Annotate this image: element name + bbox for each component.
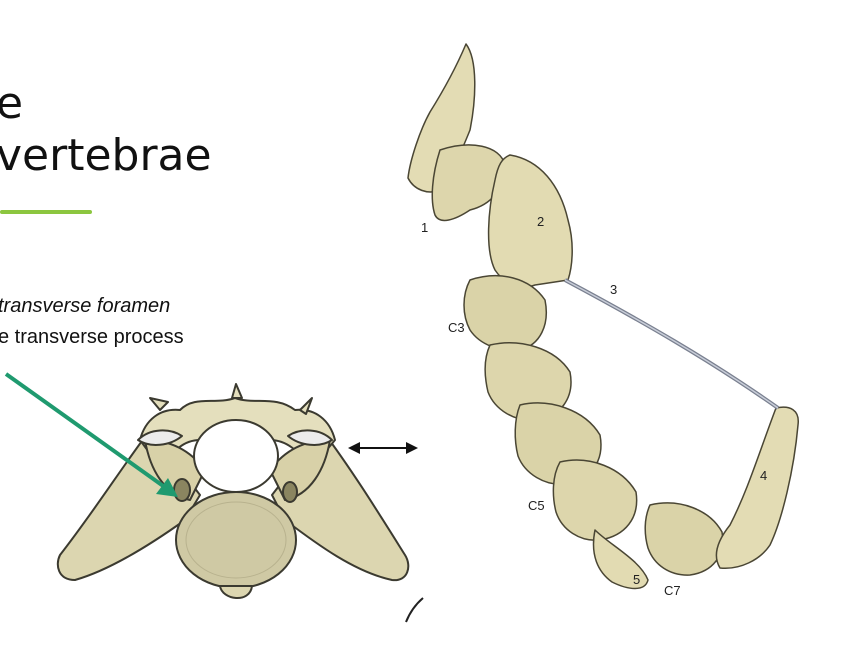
slide-title-line-1: e xyxy=(0,78,24,129)
cervical-spine-lateral xyxy=(407,43,799,590)
label-c7: C7 xyxy=(664,583,681,598)
figure-labels: 1 2 3 C3 4 C5 5 C7 xyxy=(421,214,767,598)
label-c5: C5 xyxy=(528,498,545,513)
caption-line-1: transverse foramen xyxy=(0,295,171,317)
label-4: 4 xyxy=(760,468,767,483)
vertebra-cross-section xyxy=(56,383,410,599)
title-accent-bar xyxy=(0,210,92,214)
caption-line-2: e transverse process xyxy=(0,326,184,348)
label-1: 1 xyxy=(421,220,428,235)
figure-edge-line xyxy=(405,597,424,623)
label-c3: C3 xyxy=(448,320,465,335)
slide-title-line-2: vertebrae xyxy=(0,130,212,181)
label-3: 3 xyxy=(610,282,617,297)
label-2: 2 xyxy=(537,214,544,229)
label-5: 5 xyxy=(633,572,640,587)
double-arrow-icon xyxy=(348,442,418,454)
pointer-arrow xyxy=(4,372,178,497)
